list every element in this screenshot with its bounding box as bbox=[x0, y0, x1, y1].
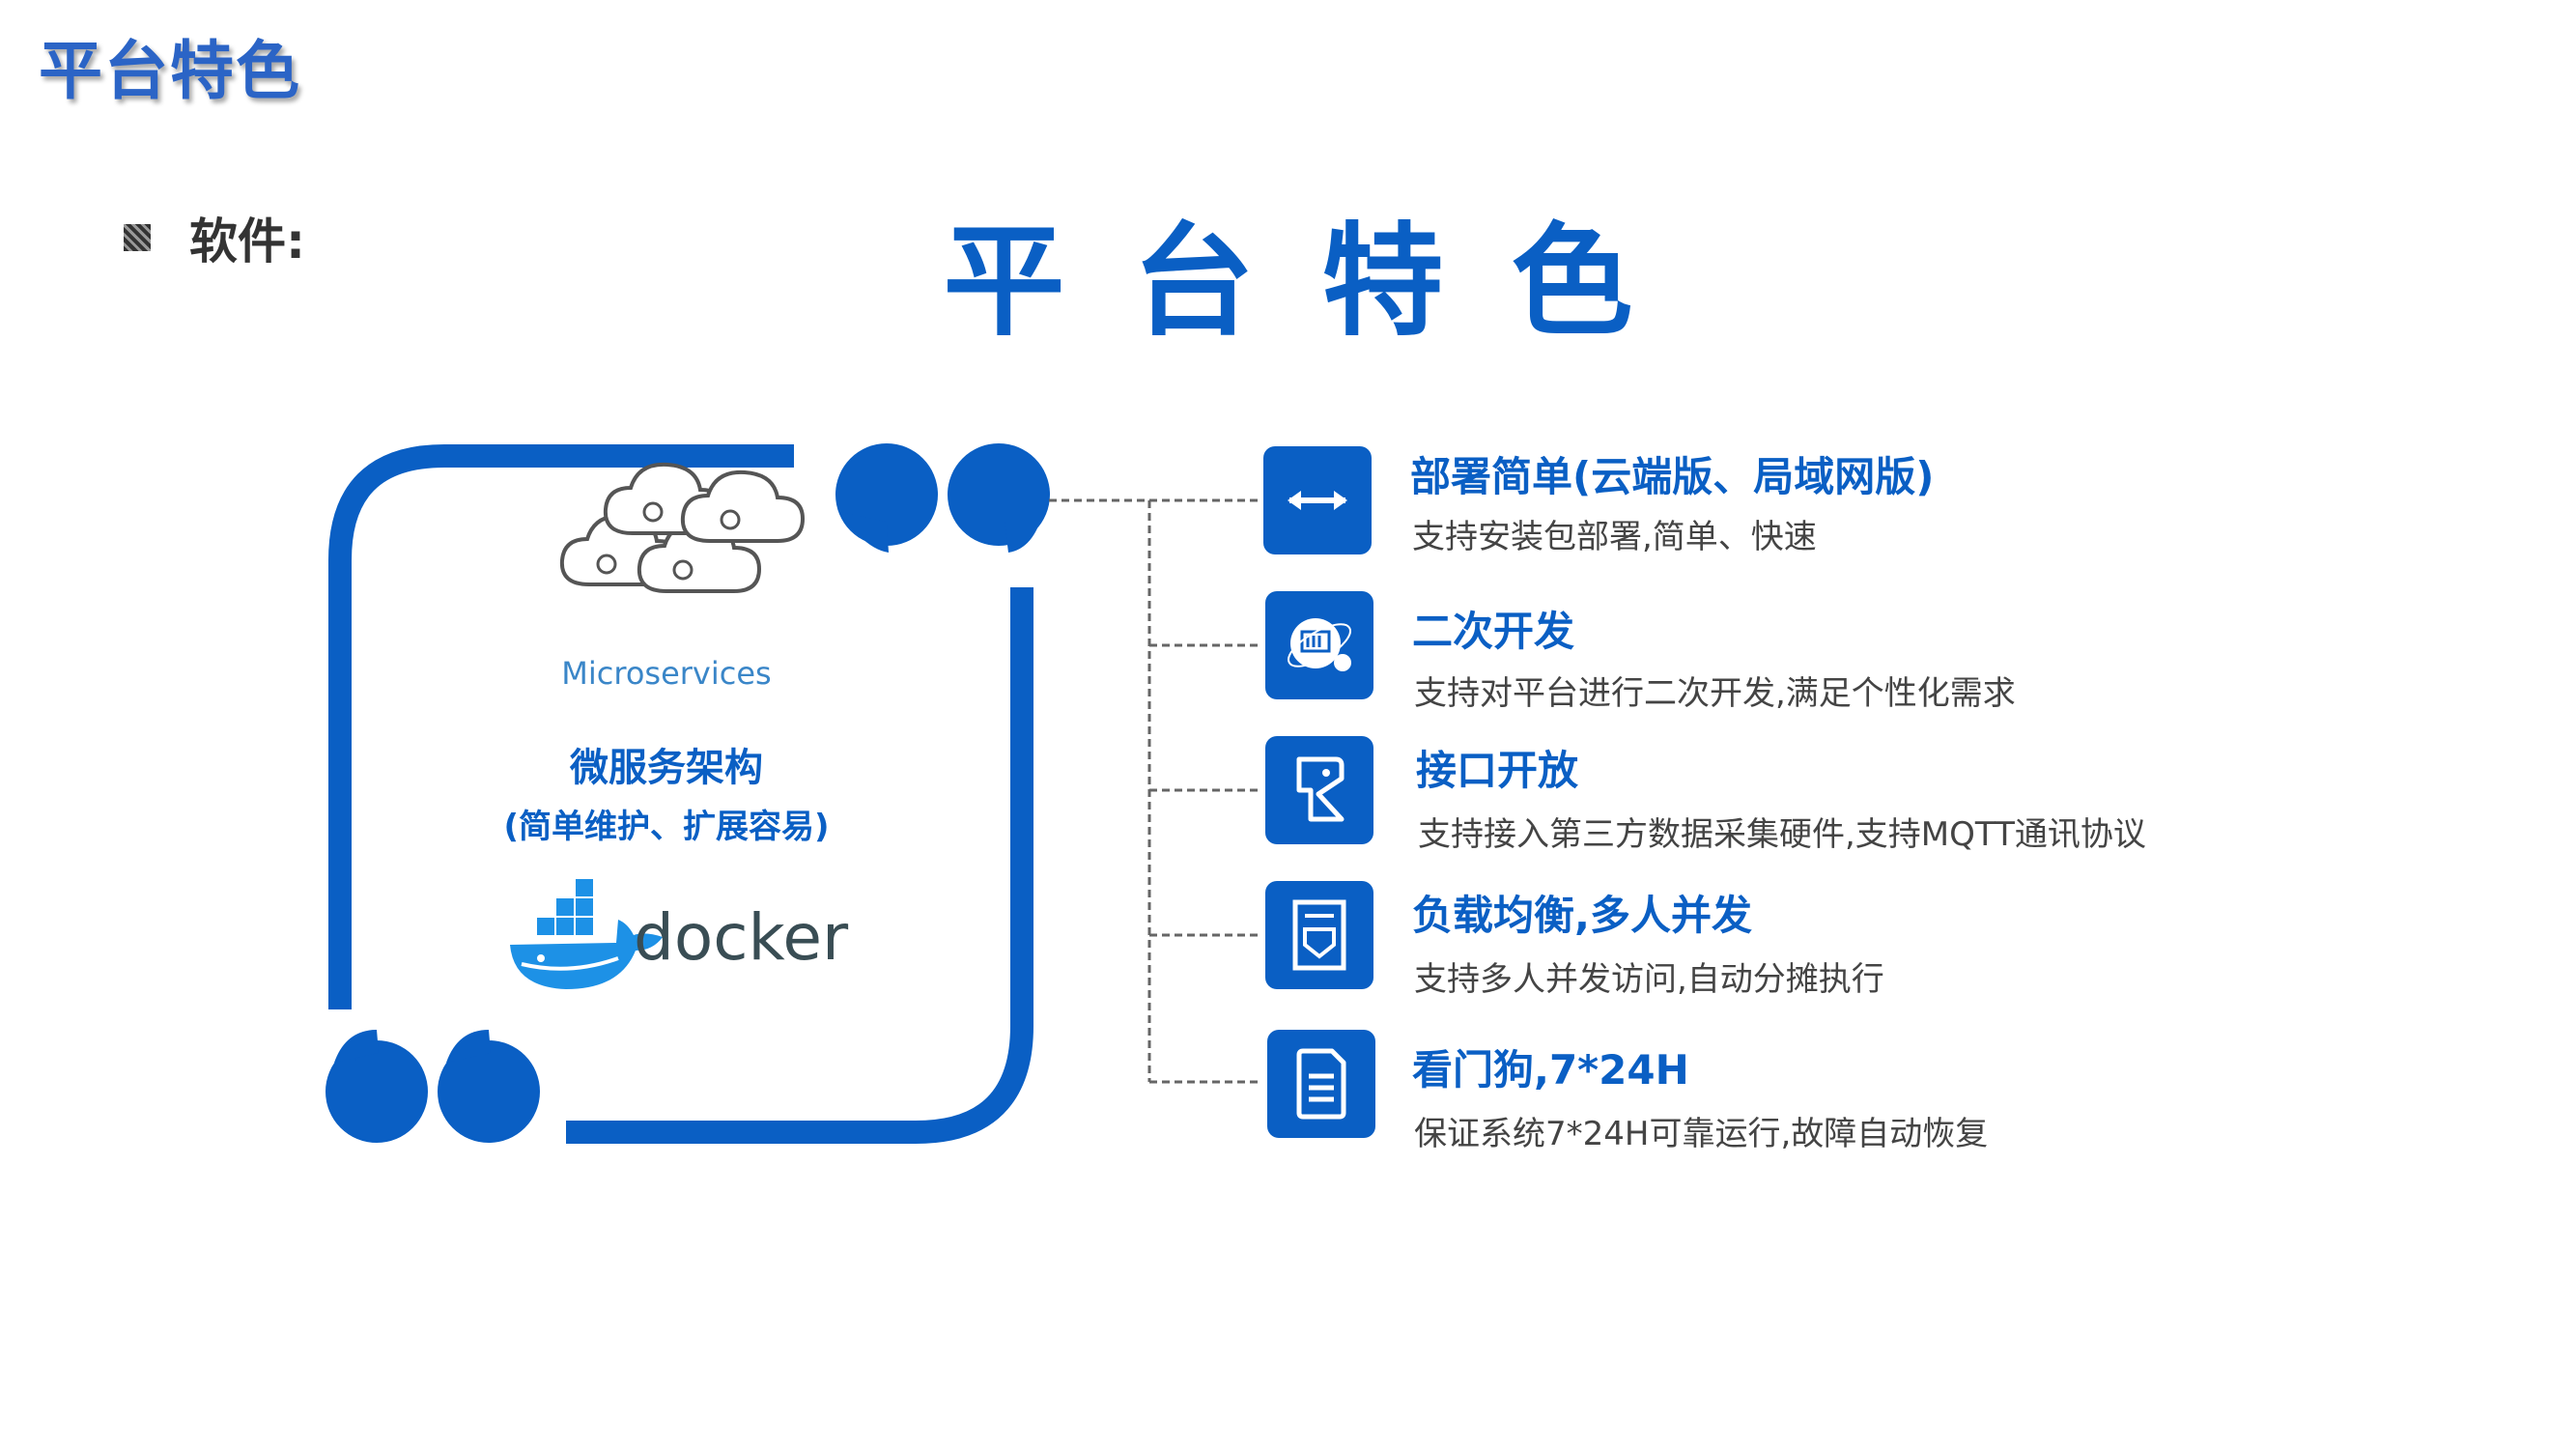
architecture-title: 微服务架构 bbox=[570, 746, 763, 790]
feature-title-load: 负载均衡,多人并发 bbox=[1412, 892, 1752, 939]
feature-title-deploy: 部署简单(云端版、局域网版) bbox=[1410, 453, 1935, 500]
feature-desc-deploy: 支持安装包部署,简单、快速 bbox=[1412, 518, 1817, 556]
feature-title-dev: 二次开发 bbox=[1412, 608, 1575, 655]
connector-lines bbox=[1049, 498, 1261, 1084]
corner-title: 平台特色 bbox=[39, 34, 301, 108]
feature-desc-load: 支持多人并发访问,自动分摊执行 bbox=[1414, 960, 1884, 999]
feature-title-api: 接口开放 bbox=[1416, 747, 1579, 794]
document-icon bbox=[1267, 1030, 1375, 1138]
microservices-cloud-icon bbox=[559, 462, 806, 593]
docker-label: docker bbox=[634, 900, 849, 975]
dev-tools-icon bbox=[1265, 591, 1373, 699]
bullet-square-icon bbox=[124, 224, 151, 251]
main-title: 平台特色 bbox=[943, 210, 1701, 353]
feature-desc-watchdog: 保证系统7*24H可靠运行,故障自动恢复 bbox=[1414, 1115, 1989, 1153]
feature-desc-api: 支持接入第三方数据采集硬件,支持MQTT通讯协议 bbox=[1418, 815, 2146, 854]
arrows-horizontal-icon bbox=[1263, 446, 1372, 554]
feature-desc-dev: 支持对平台进行二次开发,满足个性化需求 bbox=[1414, 674, 2016, 713]
interface-icon bbox=[1265, 736, 1373, 844]
shield-doc-icon bbox=[1265, 881, 1373, 989]
microservices-label: Microservices bbox=[561, 655, 772, 692]
feature-title-watchdog: 看门狗,7*24H bbox=[1412, 1046, 1689, 1094]
architecture-subtitle: (简单维护、扩展容易) bbox=[503, 808, 830, 846]
bullet-item: 软件: bbox=[124, 203, 305, 272]
quote-mark-top-icon bbox=[835, 443, 1050, 553]
bullet-text: 软件: bbox=[189, 213, 305, 270]
docker-whale-icon bbox=[510, 879, 663, 989]
quote-mark-bottom-icon bbox=[326, 1030, 540, 1143]
